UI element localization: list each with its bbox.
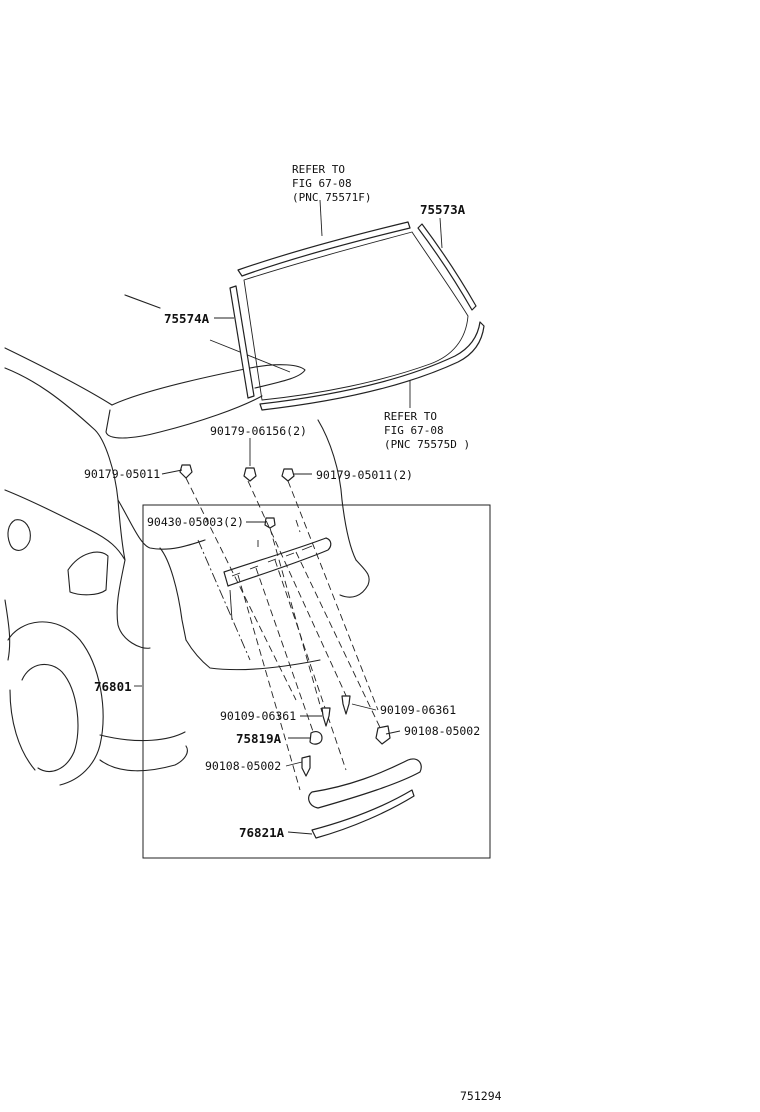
label-90108-05002-right: 90108-05002 (404, 724, 480, 738)
ref-top-line1: REFER TO (292, 163, 345, 176)
label-76821A: 76821A (239, 825, 285, 840)
ref-bottom-line2: FIG 67-08 (384, 424, 444, 437)
ref-bottom-line3: (PNC 75575D ) (384, 438, 470, 451)
label-75574A: 75574A (164, 311, 210, 326)
label-90179-05011-right: 90179-05011(2) (316, 468, 413, 482)
label-90179-05011-left: 90179-05011 (84, 467, 160, 481)
label-90430-05003: 90430-05003(2) (147, 515, 244, 529)
figure-number: 751294 (460, 1089, 502, 1103)
back-glass (229, 221, 485, 411)
leader-lines (134, 199, 443, 835)
clips-top (179, 464, 295, 529)
ref-top: REFER TO FIG 67-08 (PNC 75571F) (292, 163, 371, 204)
garnish-76801 (223, 537, 332, 621)
label-90179-06156: 90179-06156(2) (210, 424, 307, 438)
label-90109-06361-left: 90109-06361 (220, 709, 296, 723)
label-75819A: 75819A (236, 731, 282, 746)
label-75573A: 75573A (420, 202, 466, 217)
ref-bottom: REFER TO FIG 67-08 (PNC 75575D ) (384, 410, 470, 451)
ref-top-line2: FIG 67-08 (292, 177, 352, 190)
vehicle-body-outline (4, 294, 370, 786)
ref-bottom-line1: REFER TO (384, 410, 437, 423)
label-90108-05002-left: 90108-05002 (205, 759, 281, 773)
lower-parts (301, 695, 422, 839)
label-90109-06361-right: 90109-06361 (380, 703, 456, 717)
detail-frame (142, 504, 491, 859)
alignment-lines (185, 477, 387, 791)
label-76801: 76801 (94, 679, 132, 694)
ref-top-line3: (PNC 75571F) (292, 191, 371, 204)
